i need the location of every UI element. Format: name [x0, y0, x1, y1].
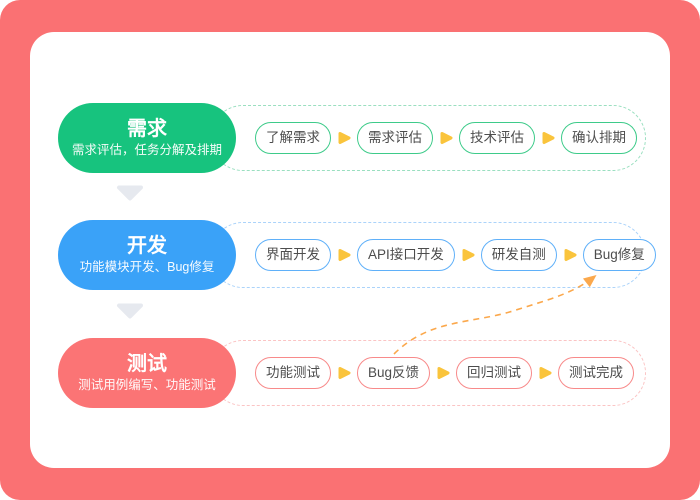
step-label: Bug反馈	[368, 365, 420, 380]
stage-pill-development: 开发 功能模块开发、Bug修复	[58, 220, 236, 290]
step-label: 研发自测	[491, 247, 546, 262]
step-pill: 研发自测	[480, 239, 557, 271]
step-label: 测试完成	[569, 365, 624, 380]
step-label: 界面开发	[266, 247, 320, 262]
step-arrow-icon	[437, 367, 450, 379]
stage-pill-testing: 测试 测试用例编写、功能测试	[58, 338, 236, 408]
stage-pill-requirements: 需求 需求评估，任务分解及排期	[58, 103, 236, 173]
stage-subtitle: 功能模块开发、Bug修复	[79, 260, 215, 274]
stage-title: 测试	[127, 353, 167, 375]
stage-title: 开发	[127, 235, 167, 257]
step-pill: 了解需求	[255, 122, 331, 154]
stage-subtitle: 测试用例编写、功能测试	[78, 378, 216, 392]
step-arrow-icon	[462, 249, 475, 261]
step-pill: 需求评估	[357, 122, 433, 154]
stage-title: 需求	[127, 118, 167, 140]
step-label: 回归测试	[467, 365, 522, 380]
step-arrow-icon	[440, 132, 453, 144]
step-arrow-icon	[542, 132, 555, 144]
workflow-card: 了解需求 需求评估 技术评估 确认排期 需求 需求评估，任务分解及排期 界面开发	[30, 32, 670, 468]
step-arrow-icon	[338, 367, 351, 379]
flow-row-development: 界面开发 API接口开发 研发自测 Bug修复 开发 功能模块开发、Bug修复	[30, 220, 670, 290]
step-pill: 回归测试	[456, 357, 533, 389]
steps-container-development: 界面开发 API接口开发 研发自测 Bug修复	[210, 222, 656, 288]
step-arrow-icon	[564, 249, 577, 261]
step-label: 确认排期	[572, 130, 626, 145]
step-label: 需求评估	[368, 130, 422, 145]
step-pill: API接口开发	[357, 239, 455, 271]
step-pill: 测试完成	[558, 357, 635, 389]
stage-subtitle: 需求评估，任务分解及排期	[71, 143, 222, 157]
step-label: 技术评估	[470, 130, 524, 145]
step-label: 了解需求	[266, 130, 320, 145]
step-label: Bug修复	[593, 247, 645, 262]
step-arrow-icon	[338, 249, 351, 261]
step-pill-bugfix: Bug修复	[582, 239, 656, 271]
flow-down-icon	[117, 185, 143, 201]
step-arrow-icon	[338, 132, 351, 144]
flow-down-icon	[117, 303, 143, 319]
step-pill-bugfeedback: Bug反馈	[357, 357, 431, 389]
flow-row-requirements: 了解需求 需求评估 技术评估 确认排期 需求 需求评估，任务分解及排期	[30, 103, 670, 173]
step-label: 功能测试	[266, 365, 320, 380]
steps-container-requirements: 了解需求 需求评估 技术评估 确认排期	[210, 105, 646, 171]
step-pill: 技术评估	[459, 122, 535, 154]
steps-container-testing: 功能测试 Bug反馈 回归测试 测试完成	[210, 340, 646, 406]
step-pill: 确认排期	[561, 122, 637, 154]
flow-row-testing: 功能测试 Bug反馈 回归测试 测试完成 测试 测试用例编写、功能测试	[30, 338, 670, 408]
step-pill: 界面开发	[255, 239, 331, 271]
step-pill: 功能测试	[255, 357, 331, 389]
step-arrow-icon	[539, 367, 552, 379]
step-label: API接口开发	[368, 247, 444, 262]
